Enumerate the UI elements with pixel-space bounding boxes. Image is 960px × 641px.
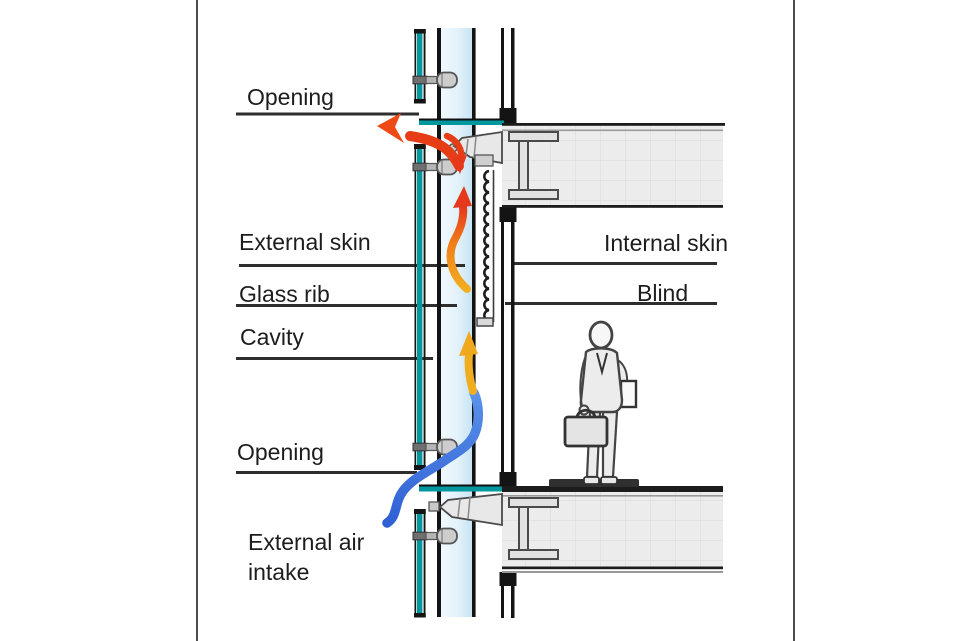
lower-floor-slab: [419, 484, 723, 573]
external-skin-pane-middle: [414, 144, 426, 470]
briefcase: [563, 415, 609, 448]
point-fixing-bolt: [412, 527, 458, 545]
person-shoe: [583, 476, 600, 485]
figure-border-left: [196, 0, 198, 641]
person-shoe: [600, 476, 618, 485]
external-skin-underline: [239, 264, 465, 267]
opening-bottom-underline: [236, 471, 417, 474]
person-torso: [579, 347, 624, 414]
internal-skin-underline: [511, 262, 717, 265]
label-external-air-intake: External air intake: [248, 529, 365, 586]
external-skin-glazing: [414, 29, 426, 618]
internal-skin-head-block: [499, 207, 517, 222]
internal-skin-head-block: [499, 572, 517, 586]
label-leader-lines: [236, 112, 717, 474]
intake-arrow-head: [459, 331, 478, 356]
label-blind: Blind: [637, 280, 689, 306]
exhaust-air-arrow: [377, 113, 467, 174]
top-vent-nozzle: [448, 130, 503, 167]
label-internal-skin: Internal skin: [604, 230, 729, 256]
floor-edge-line: [419, 484, 505, 487]
ceiling-teal-line: [419, 120, 504, 125]
external-skin-pane-bottom: [414, 509, 426, 618]
person-folder: [619, 379, 638, 409]
rising-arrow-head: [453, 186, 472, 208]
blind-head-rail: [474, 154, 494, 167]
upper-floor-slab: [419, 118, 725, 208]
point-fixing-bolt: [412, 71, 458, 89]
label-external-skin: External skin: [239, 229, 371, 255]
person-arm: [579, 357, 586, 407]
opening-top-underline: [236, 112, 419, 116]
label-glass-rib: Glass rib: [239, 281, 330, 307]
glass-rib-edge-line-left: [437, 28, 441, 617]
steel-beam-upper: [508, 131, 559, 200]
label-cavity: Cavity: [240, 324, 304, 350]
label-opening-top: Opening: [247, 84, 334, 110]
blind-bottom-rail: [476, 317, 494, 327]
bottom-vent-nozzle: [428, 492, 503, 527]
internal-skin-glazing: [499, 28, 517, 618]
blind-slats: [476, 169, 495, 327]
glass-rib-edge-line-right: [472, 28, 476, 617]
floor-teal-line: [419, 486, 505, 492]
steel-beam-lower: [508, 497, 559, 560]
figure-border-right: [793, 0, 795, 641]
ceiling-line: [419, 118, 504, 121]
person-head: [588, 320, 614, 350]
label-opening-bottom: Opening: [237, 439, 324, 465]
glass-rib-underline: [236, 304, 457, 307]
blind-underline: [505, 302, 717, 305]
external-skin-pane-top: [414, 29, 426, 104]
briefcase-handle: [575, 408, 597, 418]
person-figure: [549, 320, 639, 487]
internal-skin-sill-block: [499, 472, 517, 486]
person-lapel: [596, 352, 608, 376]
rising-air-arrow: [446, 186, 472, 293]
cavity-underline: [236, 357, 433, 360]
exhaust-curl-head: [452, 155, 467, 174]
intake-air-arrow: [382, 331, 483, 528]
exhaust-arrow-head: [377, 113, 404, 143]
